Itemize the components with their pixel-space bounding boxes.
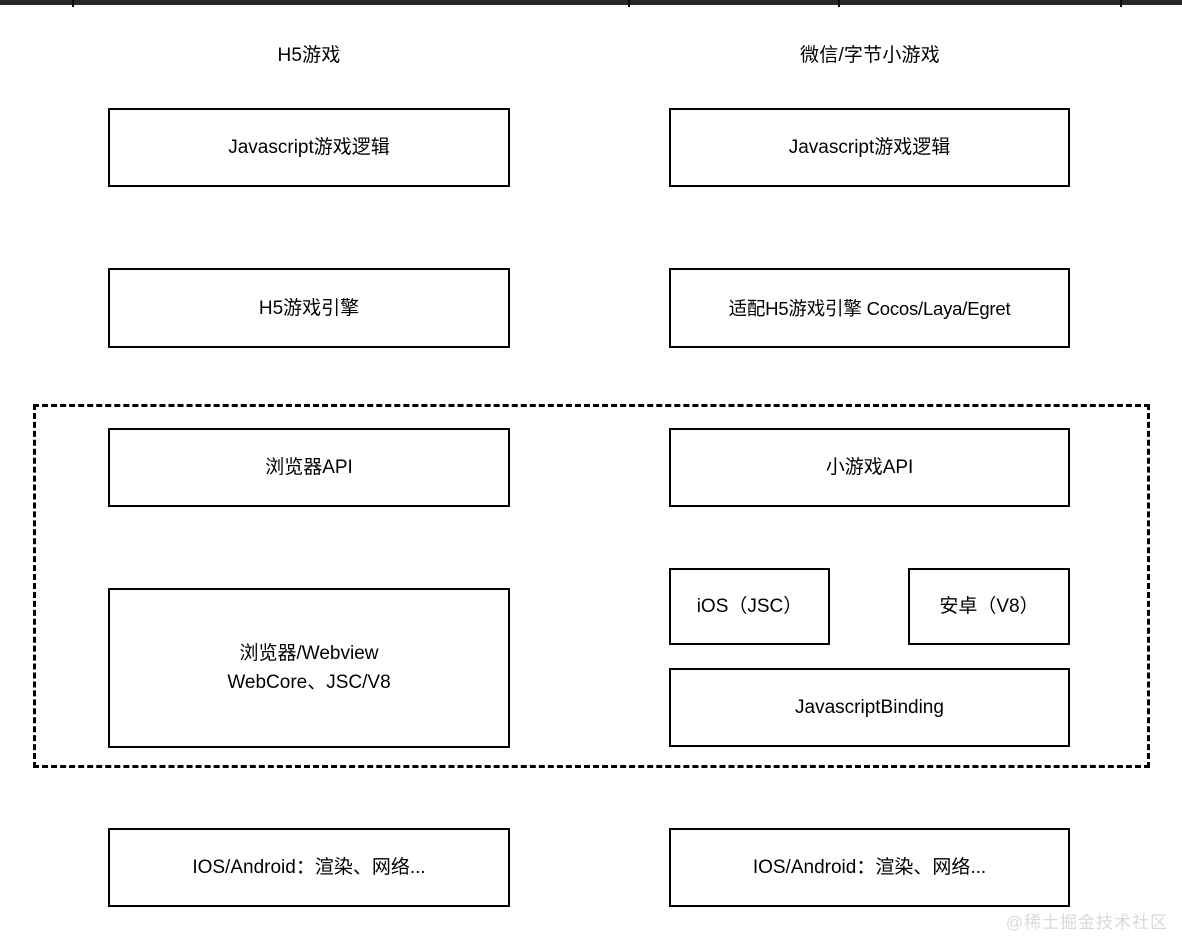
column-title-minigame: 微信/字节小游戏 (800, 45, 940, 66)
left-game-logic-box: Javascript游戏逻辑 (108, 108, 510, 187)
left-os-box: IOS/Android：渲染、网络... (108, 828, 510, 907)
right-android-v8-box: 安卓（V8） (908, 568, 1070, 645)
right-engine-box: 适配H5游戏引擎 Cocos/Laya/Egret (669, 268, 1070, 348)
top-strip (0, 0, 1182, 7)
right-api-box: 小游戏API (669, 428, 1070, 507)
watermark: @稀土掘金技术社区 (1005, 913, 1168, 932)
right-game-logic-box: Javascript游戏逻辑 (669, 108, 1070, 187)
right-os-box: IOS/Android：渲染、网络... (669, 828, 1070, 907)
column-title-h5: H5游戏 (277, 45, 341, 66)
left-runtime-box: 浏览器/Webview WebCore、JSC/V8 (108, 588, 510, 748)
runtime-layer-dashed-region (33, 404, 1150, 768)
right-ios-jsc-box: iOS（JSC） (669, 568, 830, 645)
top-strip-tick (1120, 0, 1122, 7)
right-javascript-binding-box: JavascriptBinding (669, 668, 1070, 747)
left-api-box: 浏览器API (108, 428, 510, 507)
top-strip-tick (628, 0, 630, 7)
top-strip-tick (838, 0, 840, 7)
left-engine-box: H5游戏引擎 (108, 268, 510, 348)
top-strip-tick (72, 0, 74, 7)
